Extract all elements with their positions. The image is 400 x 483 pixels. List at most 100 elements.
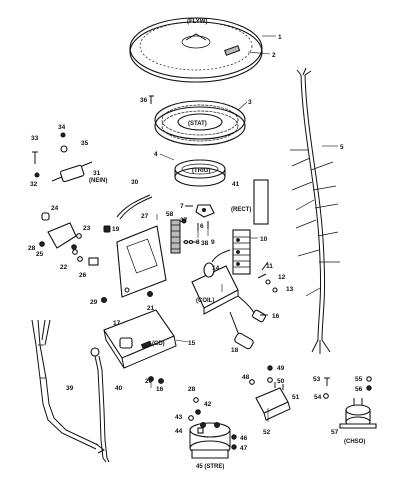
- nut-21: [147, 291, 153, 297]
- callout-2: 2: [272, 52, 276, 59]
- mounting-plate: [116, 225, 167, 298]
- callout-5: 5: [340, 144, 344, 151]
- screw-53: [324, 377, 330, 386]
- callout-46: 46: [240, 435, 248, 442]
- callout-42: 42: [204, 401, 212, 408]
- stator: [154, 100, 246, 146]
- nut-47: [231, 444, 237, 450]
- callout-50: 50: [277, 378, 285, 385]
- callout-49: 49: [277, 365, 285, 372]
- callout-3: 3: [248, 99, 252, 106]
- callout-37: 37: [180, 217, 188, 224]
- callout-20: 20: [145, 378, 153, 385]
- callout-18: 18: [231, 347, 239, 354]
- callout-27: 27: [141, 213, 149, 220]
- callout-56: 56: [355, 386, 363, 393]
- nut-16b: [158, 378, 164, 384]
- flywheel-tag: (FLYW): [187, 19, 207, 25]
- washer-54: [323, 393, 329, 399]
- washer-13: [272, 287, 278, 293]
- callout-26: 26: [79, 272, 87, 279]
- callout-9: 9: [211, 239, 215, 246]
- callout-48: 48: [242, 374, 250, 381]
- nut-20: [148, 376, 154, 382]
- callout-16a: 16: [156, 386, 164, 393]
- wire-harness: [290, 67, 340, 354]
- callout-12: 12: [278, 274, 286, 281]
- callout-28b: 28: [188, 386, 196, 393]
- callout-22: 22: [60, 264, 68, 271]
- callout-54: 54: [314, 394, 322, 401]
- callout-52: 52: [263, 429, 271, 436]
- trigger-tag: (TRIG): [192, 168, 210, 174]
- screw-19: [103, 225, 111, 233]
- callout-32: 32: [30, 181, 38, 188]
- washer-12: [265, 279, 271, 285]
- washer-35: [60, 145, 68, 153]
- callout-14: 14: [212, 265, 220, 272]
- callout-38: 38: [201, 240, 209, 247]
- nut-42: [195, 409, 201, 415]
- callout-4: 4: [154, 151, 158, 158]
- callout-16b: 16: [272, 313, 280, 320]
- bracket-25: [47, 222, 77, 249]
- nut-32: [34, 172, 40, 178]
- nut-46: [231, 434, 237, 440]
- callout-1: 1: [278, 34, 282, 41]
- rectifier-tag: (RECT): [231, 207, 251, 213]
- grommet-24: [41, 212, 50, 221]
- washer-28: [193, 397, 199, 403]
- callout-40: 40: [115, 385, 123, 392]
- callout-41: 41: [232, 181, 240, 188]
- screw-11: [257, 261, 269, 279]
- boot-44: [197, 427, 204, 434]
- nut-56: [366, 385, 372, 391]
- solenoid-tag: 45 (STRE): [196, 464, 224, 470]
- callout-29: 29: [90, 299, 98, 306]
- callout-58: 58: [166, 211, 174, 218]
- screw-33: [32, 151, 38, 164]
- ignition-coil: [191, 249, 267, 350]
- callout-39: 39: [66, 385, 74, 392]
- callout-21: 21: [147, 305, 155, 312]
- screw-37: [181, 218, 187, 224]
- chso-tag: (CHSO): [344, 439, 365, 445]
- callout-57: 57: [331, 429, 339, 436]
- screw-29: [101, 297, 107, 303]
- callout-35: 35: [81, 140, 89, 147]
- callout-8: 8: [196, 239, 200, 246]
- callout-13: 13: [286, 286, 294, 293]
- cd-module: [103, 309, 177, 369]
- flywheel: [129, 17, 263, 83]
- nein-tag: (NEIN): [89, 178, 107, 184]
- cable-30: [116, 194, 151, 218]
- callout-30: 30: [131, 179, 139, 186]
- callout-33: 33: [31, 135, 39, 142]
- callout-11: 11: [266, 263, 273, 270]
- callout-25: 25: [36, 251, 44, 258]
- starter-solenoid: [189, 422, 231, 459]
- callout-15: 15: [188, 340, 196, 347]
- nein-filter: [51, 161, 93, 183]
- stator-tag: (STAT): [188, 121, 207, 127]
- cd-tag: (CD): [152, 341, 165, 347]
- callout-19: 19: [112, 226, 120, 233]
- callout-51: 51: [292, 394, 300, 401]
- screw-36: [149, 95, 154, 104]
- nut-49: [267, 365, 273, 371]
- rectifier: [253, 179, 269, 225]
- callout-55: 55: [355, 376, 363, 383]
- trigger: [174, 159, 226, 187]
- washer-48: [249, 379, 255, 385]
- callout-44: 44: [175, 428, 183, 435]
- connector-17: [119, 337, 133, 349]
- cable-40: [90, 347, 110, 463]
- relay-51: [255, 387, 289, 414]
- callout-10: 10: [260, 236, 268, 243]
- cable-39: [31, 319, 105, 454]
- callout-53: 53: [313, 376, 321, 383]
- callout-7: 7: [180, 203, 184, 210]
- screw-34: [60, 132, 66, 138]
